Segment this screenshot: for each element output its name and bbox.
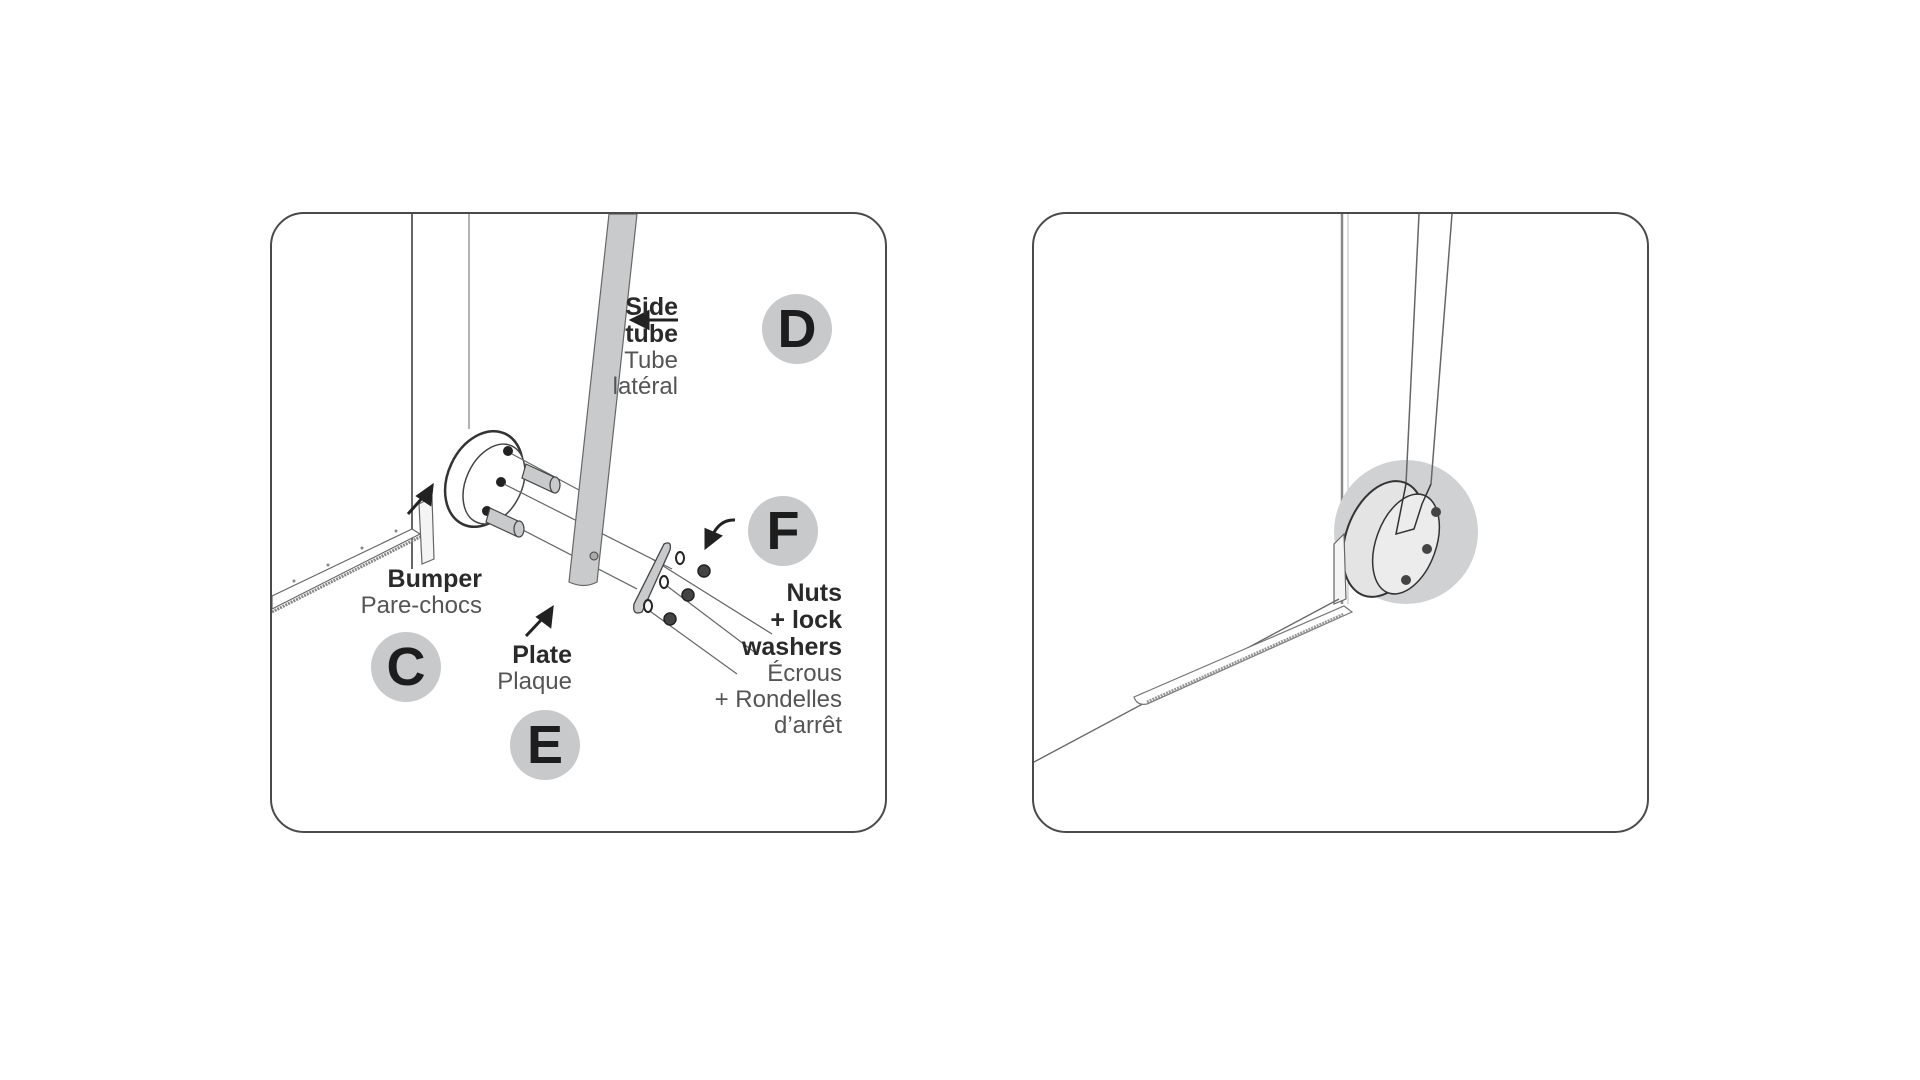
callout-side-tube: Side tube Tube latéral <box>568 294 678 400</box>
assembled-drawing <box>1034 214 1478 763</box>
label-side-tube-fr: Tube <box>624 347 678 374</box>
badge-e: E <box>510 710 580 780</box>
badge-c: C <box>371 632 441 702</box>
callout-plate: Plate Plaque <box>422 642 572 695</box>
label-side-tube-en-2: tube <box>625 320 678 348</box>
callout-bumper: Bumper Pare-chocs <box>312 566 482 619</box>
label-nuts-fr-1: Écrous <box>767 660 842 687</box>
label-bumper-en: Bumper <box>387 565 482 593</box>
label-nuts-fr-2: + Rondelles <box>714 685 842 713</box>
label-nuts-en-3: washers <box>741 633 842 661</box>
exploded-assembly-drawing <box>272 214 773 675</box>
label-plate-fr: Plaque <box>497 668 572 695</box>
callout-nuts-washers: Nuts + lock washers Écrous + Rondelles d… <box>652 580 842 739</box>
bumper-cylinders <box>485 463 561 538</box>
exploded-view-panel: Side tube Tube latéral D Bumper Pare-cho… <box>270 212 887 833</box>
arrow-icon <box>406 309 736 638</box>
badge-d: D <box>762 294 832 364</box>
label-nuts-fr-3: d’arrêt <box>773 711 842 739</box>
assembled-view-panel <box>1032 212 1649 833</box>
label-nuts-en-1: Nuts <box>786 579 842 607</box>
label-nuts-en-2: + lock <box>770 606 842 634</box>
label-side-tube-fr-2: latéral <box>612 372 678 400</box>
badge-f: F <box>748 496 818 566</box>
label-side-tube-en: Side <box>625 293 678 321</box>
label-bumper-fr: Pare-chocs <box>360 592 482 619</box>
label-plate-en: Plate <box>512 641 572 669</box>
